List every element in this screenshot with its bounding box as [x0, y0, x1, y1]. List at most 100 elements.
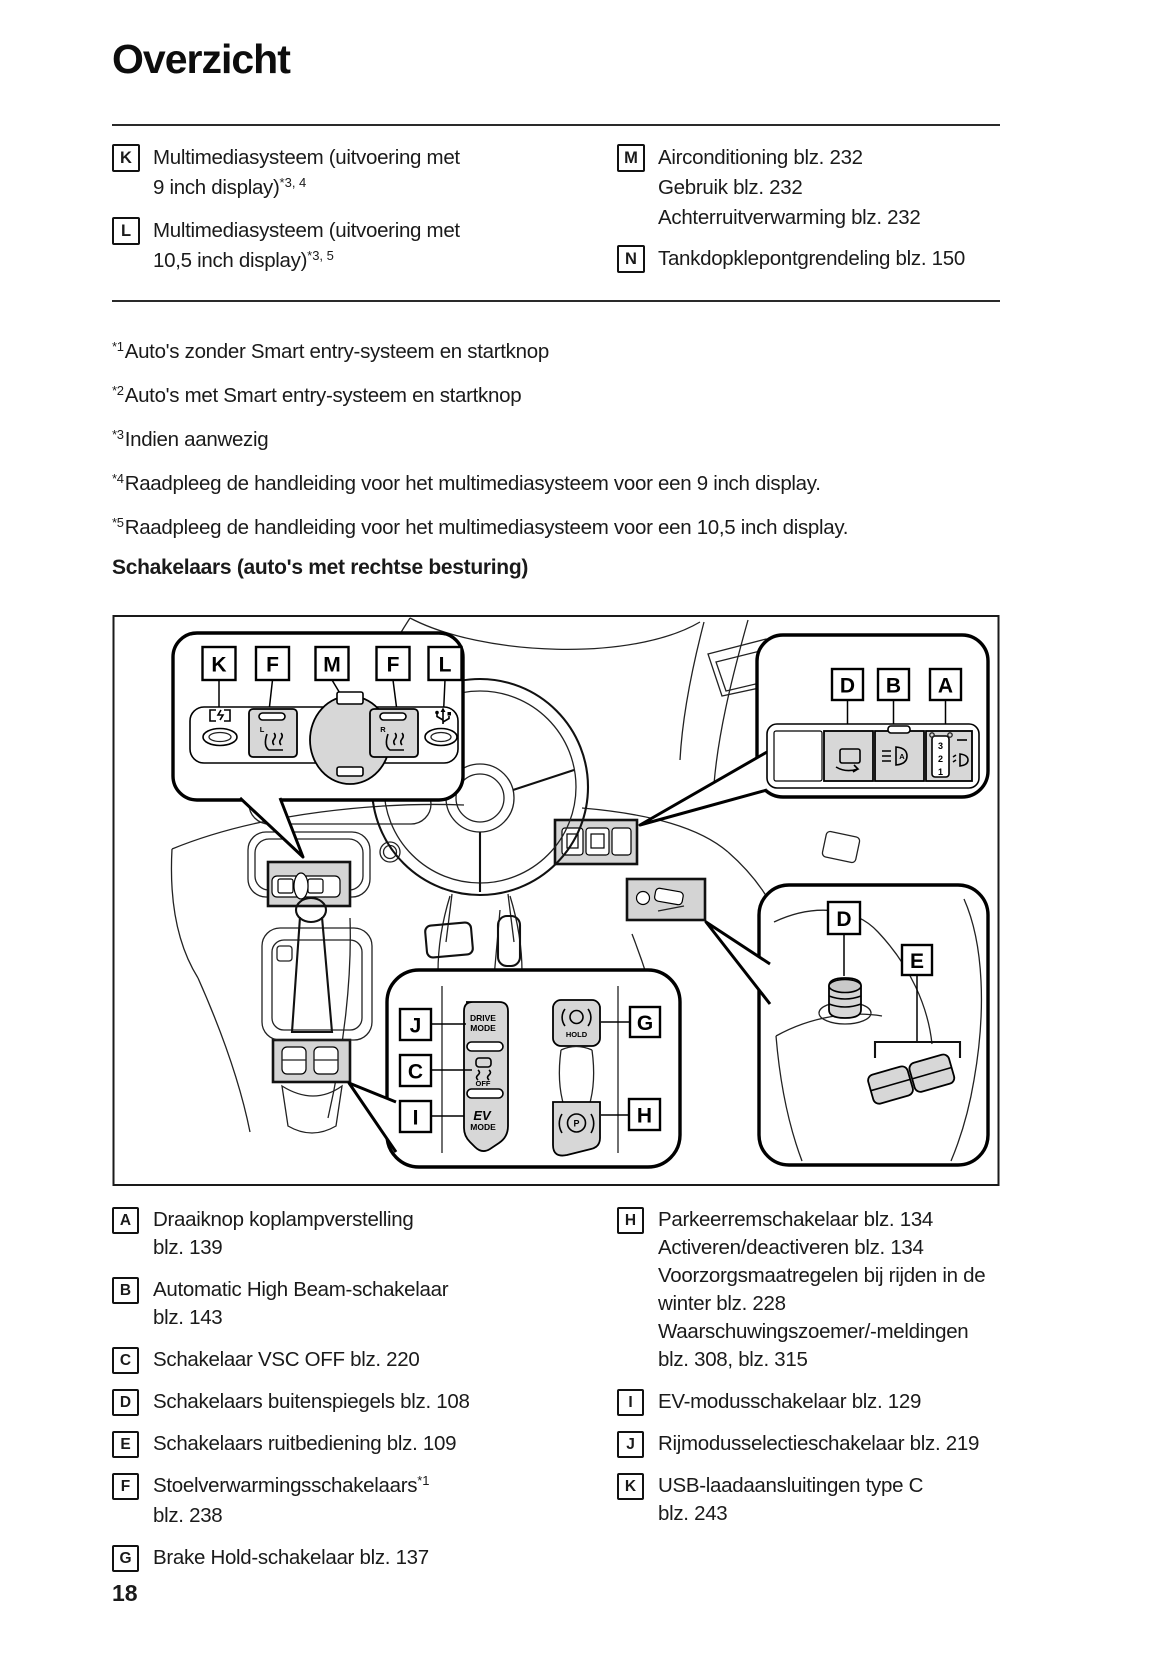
- section-heading: Schakelaars (auto's met rechtse besturin…: [112, 556, 529, 579]
- footnote-mark: *1: [112, 339, 124, 354]
- item-text: Brake Hold-schakelaar blz. 137: [153, 1546, 429, 1569]
- footnote-1: *1Auto's zonder Smart entry-systeem en s…: [112, 338, 848, 368]
- item-text: Activeren/deactiveren blz. 134: [658, 1236, 924, 1259]
- footnote-text: Indien aanwezig: [124, 428, 269, 451]
- item-text: Gebruik blz. 232: [658, 176, 803, 199]
- key-chip-E: E: [112, 1431, 139, 1458]
- footnote-ref: *3, 4: [279, 175, 307, 190]
- callout-dashboard-lower-panel: K F M F L L: [171, 631, 465, 859]
- item-text: winter blz. 228: [658, 1292, 786, 1315]
- callout-letter: L: [439, 654, 452, 677]
- item-text: Airconditioning blz. 232: [658, 146, 863, 169]
- page-title: Overzicht: [112, 36, 291, 82]
- list-item-E: E Schakelaars ruitbediening blz. 109: [112, 1430, 607, 1458]
- park-letter: P: [573, 1119, 579, 1129]
- footnote-mark: *2: [112, 383, 124, 398]
- key-chip-B: B: [112, 1277, 139, 1304]
- item-text: Rijmodusselectieschakelaar blz. 219: [658, 1432, 980, 1455]
- key-chip-L: L: [112, 217, 140, 245]
- list-item-L: L Multimediasysteem (uitvoering met 10,5…: [112, 216, 602, 278]
- callout-letter: M: [323, 654, 341, 677]
- key-chip-F: F: [112, 1473, 139, 1500]
- item-text: blz. 143: [153, 1306, 223, 1329]
- dial-number: 1: [938, 767, 943, 777]
- footnote-mark: *3: [112, 427, 124, 442]
- item-text: blz. 139: [153, 1236, 223, 1259]
- switch-bezel-sketch: [558, 1045, 595, 1110]
- item-text: Achterruitverwarming blz. 232: [658, 206, 921, 229]
- drive-mode-switch-strip: DRIVE MODE OFF EV MODE: [463, 1001, 509, 1152]
- blank-switch-slot: [773, 730, 823, 782]
- callout-pointer: [347, 1081, 398, 1153]
- top-list-right: M Airconditioning blz. 232 Gebruik blz. …: [617, 143, 1057, 285]
- top-list-left: K Multimediasysteem (uitvoering met 9 in…: [112, 143, 602, 289]
- seat-heater-left-button: L: [248, 708, 298, 758]
- callout-letter: F: [266, 654, 279, 677]
- key-chip-J: J: [617, 1431, 644, 1458]
- list-item-A: A Draaiknop koplampverstelling blz. 139: [112, 1206, 607, 1262]
- key-chip-N: N: [617, 245, 645, 273]
- key-chip-I: I: [617, 1389, 644, 1416]
- ahb-letter: A: [899, 752, 905, 761]
- headlight-level-dial: 3 2 1: [925, 730, 973, 782]
- callout-label-E: [900, 943, 934, 977]
- list-item-D: D Schakelaars buitenspiegels blz. 108: [112, 1388, 607, 1416]
- item-text: Waarschuwingszoemer/-meldingen: [658, 1320, 969, 1343]
- footnote-text: Raadpleeg de handleiding voor het multim…: [124, 472, 821, 495]
- callout-letter: K: [211, 654, 226, 677]
- item-text: Multimediasysteem (uitvoering met: [153, 219, 460, 242]
- callout-label-D: [830, 667, 865, 702]
- list-item-J: J Rijmodusselectieschakelaar blz. 219: [617, 1430, 1062, 1458]
- window-switches: [867, 1053, 956, 1105]
- item-text: 9 inch display): [153, 176, 280, 199]
- item-text: Schakelaars buitenspiegels blz. 108: [153, 1390, 470, 1413]
- key-chip-K: K: [112, 144, 140, 172]
- footnote-text: Raadpleeg de handleiding voor het multim…: [124, 516, 849, 539]
- footnote-mark: *4: [112, 471, 124, 486]
- item-text: 10,5 inch display): [153, 249, 308, 272]
- usb-charge-icon: [209, 709, 231, 722]
- seat-tag-left: L: [260, 725, 265, 734]
- bracket: [873, 1040, 962, 1058]
- callout-letter: E: [910, 950, 924, 973]
- callout-letter: I: [413, 1107, 419, 1130]
- usb-c-port-left: [202, 727, 238, 747]
- footnote-ref: *3, 5: [307, 248, 334, 263]
- list-item-B: B Automatic High Beam-schakelaar blz. 14…: [112, 1276, 607, 1332]
- key-chip-C: C: [112, 1347, 139, 1374]
- callout-label-I: [398, 1099, 433, 1134]
- parking-brake-switch: P: [552, 1101, 601, 1157]
- mirror-control-knob: [828, 977, 862, 1019]
- callout-label-B: [876, 667, 911, 702]
- brake-hold-button: HOLD: [552, 999, 601, 1047]
- key-chip-G: G: [112, 1545, 139, 1572]
- callout-letter: G: [637, 1012, 653, 1035]
- callout-center-console: DRIVE MODE OFF EV MODE J C I HOLD: [347, 968, 682, 1169]
- list-item-N: N Tankdopklepontgrendeling blz. 150: [617, 244, 1057, 274]
- page-number: 18: [112, 1580, 138, 1606]
- callout-letter: C: [408, 1061, 423, 1084]
- footnote-ref: *1: [417, 1473, 430, 1488]
- item-text: blz. 243: [658, 1502, 728, 1525]
- callout-letter: A: [938, 675, 953, 698]
- callout-letter: D: [840, 675, 855, 698]
- switches-interior-diagram: K F M F L L: [112, 615, 1000, 1186]
- mirror-fold-button: [823, 730, 874, 782]
- vsc-off-icon: [475, 1057, 492, 1081]
- list-item-M: M Airconditioning blz. 232 Gebruik blz. …: [617, 143, 1057, 233]
- usb-icon: [435, 707, 451, 724]
- item-text: Stoelverwarmingsschakelaars: [153, 1474, 418, 1497]
- callout-letter: F: [387, 654, 400, 677]
- item-text: Draaiknop koplampverstelling: [153, 1208, 414, 1231]
- list-item-F: F Stoelverwarmingsschakelaars*1 blz. 238: [112, 1472, 607, 1530]
- item-text: Parkeerremschakelaar blz. 134: [658, 1208, 934, 1231]
- callout-label-M: [314, 645, 350, 682]
- item-text: Automatic High Beam-schakelaar: [153, 1278, 449, 1301]
- seat-heater-right-button: R: [369, 708, 419, 758]
- ev-mode-label: EV: [473, 1108, 492, 1123]
- list-item-K: K Multimediasysteem (uitvoering met 9 in…: [112, 143, 602, 205]
- callout-door-controls: D E: [704, 883, 990, 1167]
- list-item-I: I EV-modusschakelaar blz. 129: [617, 1388, 1062, 1416]
- dial-number: 2: [938, 754, 943, 764]
- item-text: blz. 308, blz. 315: [658, 1348, 808, 1371]
